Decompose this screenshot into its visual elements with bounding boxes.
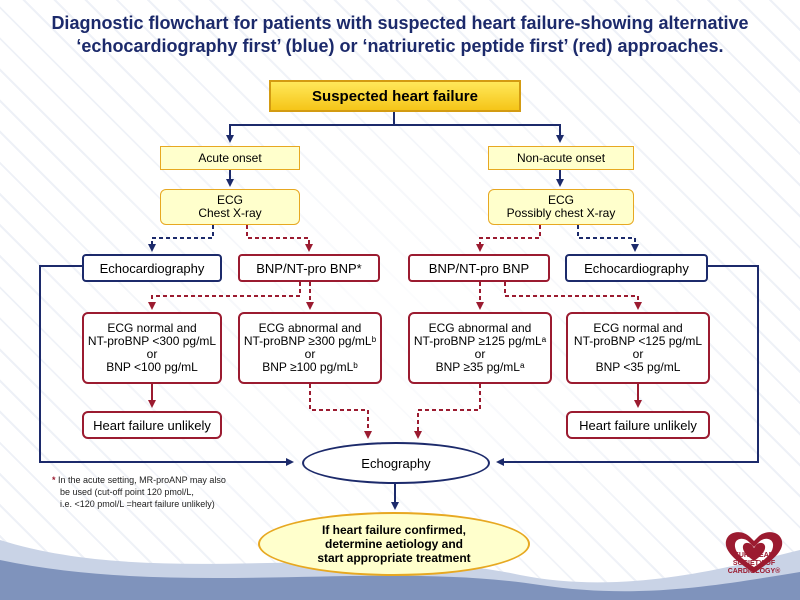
node-hf-unlikely-right: Heart failure unlikely [566,411,710,439]
node-bnp-right: BNP/NT-pro BNP [408,254,550,282]
final-line-3: start appropriate treatment [317,551,471,565]
crit1-line-1: ECG normal and [107,321,197,335]
node-echography: Echography [302,442,490,484]
node-echocardiography-left: Echocardiography [82,254,222,282]
node-criteria-abnormal-left: ECG abnormal and NT-proBNP ≥300 pg/mLᵇ o… [238,312,382,384]
node-ecg-acute-line-2: Chest X-ray [198,206,262,220]
node-acute-onset-label: Acute onset [198,150,262,165]
node-echo-left-label: Echocardiography [99,260,205,276]
node-criteria-normal-right: ECG normal and NT-proBNP <125 pg/mL or B… [566,312,710,384]
logo-line-2: SOCIETY OF [732,560,776,567]
crit3-line-4: BNP ≥35 pg/mLᵃ [435,360,525,374]
node-criteria-abnormal-right: ECG abnormal and NT-proBNP ≥125 pg/mLᵃ o… [408,312,552,384]
crit2-line-4: BNP ≥100 pg/mLᵇ [262,360,358,374]
node-ecg-acute-line-1: ECG [216,193,243,207]
crit4-line-4: BNP <35 pg/mL [595,360,681,374]
footnote-line-2: be used (cut-off point 120 pmol/L, [60,487,194,497]
crit1-line-2: NT-proBNP <300 pg/mL [87,334,217,348]
node-nonacute-onset-label: Non-acute onset [516,150,606,165]
slide-title: Diagnostic flowchart for patients with s… [0,12,800,58]
footnote-star: * [52,475,56,485]
final-line-1: If heart failure confirmed, [321,523,467,537]
node-echo-right-label: Echocardiography [584,260,689,276]
node-acute-onset: Acute onset [160,146,300,170]
node-nonacute-onset: Non-acute onset [488,146,634,170]
node-final-treatment: If heart failure confirmed, determine ae… [258,512,530,576]
node-hf-unlikely-left: Heart failure unlikely [82,411,222,439]
title-line-2: ‘echocardiography first’ (blue) or ‘natr… [76,36,724,56]
crit2-line-2: NT-proBNP ≥300 pg/mLᵇ [243,334,377,348]
crit3-line-3: or [474,347,486,361]
node-ecg-acute: ECG Chest X-ray [160,189,300,225]
hf-unlikely-right-label: Heart failure unlikely [579,417,697,433]
node-suspected-label: Suspected heart failure [312,87,478,105]
crit4-line-1: ECG normal and [593,321,683,335]
crit2-line-3: or [304,347,316,361]
esc-heart-logo-icon [725,532,783,573]
node-ecg-nonacute-line-1: ECG [547,193,574,207]
footnote: * In the acute setting, MR-proANP may al… [52,474,302,510]
crit4-line-2: NT-proBNP <125 pg/mL [573,334,703,348]
crit2-line-1: ECG abnormal and [258,321,362,335]
node-echocardiography-right: Echocardiography [565,254,708,282]
logo-line-3: CARDIOLOGY® [727,568,781,575]
connector-top-split [226,112,395,143]
crit1-line-3: or [146,347,158,361]
node-ecg-nonacute-line-2: Possibly chest X-ray [506,206,616,220]
crit1-line-4: BNP <100 pg/mL [106,360,198,374]
crit3-line-2: NT-proBNP ≥125 pg/mLᵃ [413,334,547,348]
esc-logo-text: EUROPEAN SOCIETY OF CARDIOLOGY® [716,552,792,576]
node-criteria-normal-left: ECG normal and NT-proBNP <300 pg/mL or B… [82,312,222,384]
logo-line-1: EUROPEAN [734,552,774,559]
crit4-line-3: or [632,347,644,361]
node-bnp-left: BNP/NT-pro BNP* [238,254,380,282]
node-bnp-right-label: BNP/NT-pro BNP [428,260,530,276]
footnote-line-3: i.e. <120 pmol/L =heart failure unlikely… [60,499,215,509]
final-line-2: determine aetiology and [324,537,464,551]
echography-label: Echography [361,455,431,471]
node-ecg-nonacute: ECG Possibly chest X-ray [488,189,634,225]
crit3-line-1: ECG abnormal and [428,321,532,335]
footnote-line-1: In the acute setting, MR-proANP may also [58,475,226,485]
node-bnp-left-label: BNP/NT-pro BNP* [256,260,362,276]
node-suspected-heart-failure: Suspected heart failure [269,80,521,112]
title-line-1: Diagnostic flowchart for patients with s… [51,13,749,33]
hf-unlikely-left-label: Heart failure unlikely [93,417,211,433]
